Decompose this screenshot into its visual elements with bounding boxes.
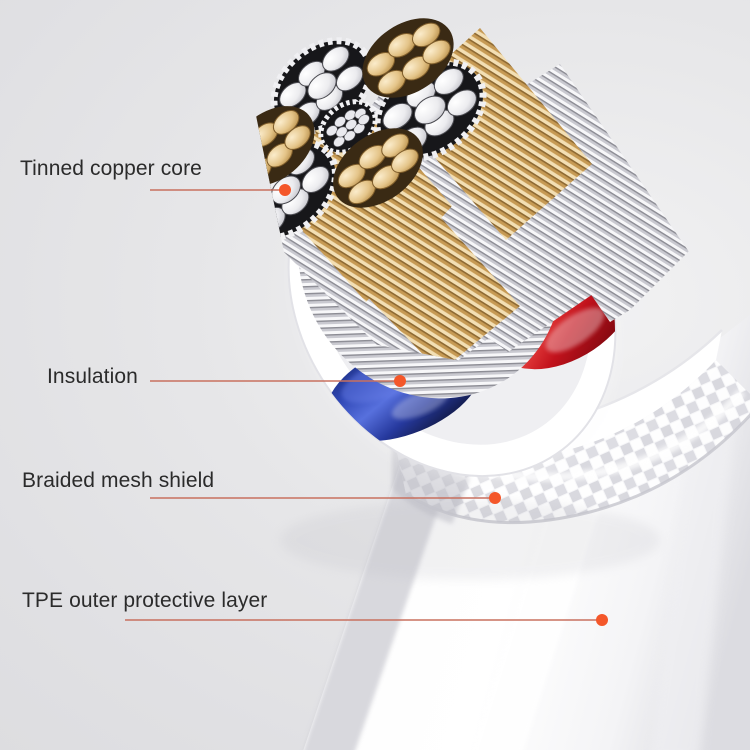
label-tpe-outer-protective-layer: TPE outer protective layer [22,589,268,612]
label-braided-mesh-shield: Braided mesh shield [22,469,215,492]
label-insulation: Insulation [47,365,138,388]
wire-bundles [236,18,690,380]
copper-bundle-cut-face [362,18,454,98]
label-tinned-copper-core: Tinned copper core [20,157,202,180]
copper-bundle-cut-face [333,128,423,208]
